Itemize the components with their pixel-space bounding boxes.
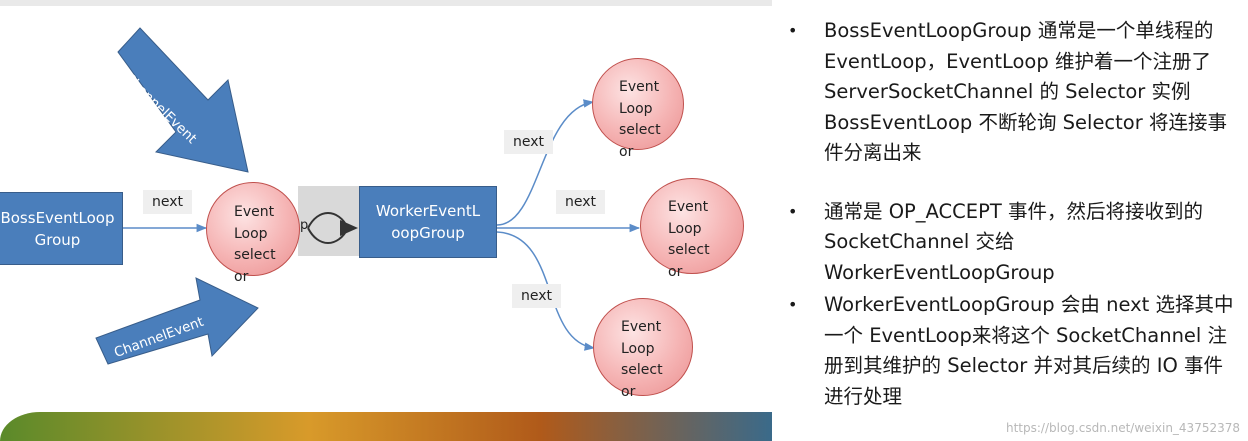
selector-p-label: p bbox=[300, 218, 309, 233]
bullet-text-2: 通常是 OP_ACCEPT 事件，然后将接收到的 SocketChannel 交… bbox=[824, 199, 1203, 284]
bullet-item-1: • BossEventLoopGroup 通常是一个单线程的 EventLoop… bbox=[772, 16, 1240, 169]
worker-event-loop-circle-top bbox=[592, 58, 684, 150]
channel-event-arrow-bottom bbox=[95, 277, 259, 365]
boss-event-loop-text: Event Loop select or bbox=[234, 204, 276, 285]
worker-event-loop-group: WorkerEventL oopGroup bbox=[359, 186, 497, 258]
bullet-dot: • bbox=[788, 201, 798, 221]
edge-next-top bbox=[496, 99, 595, 226]
boss-group-label: BossEventLoop Group bbox=[0, 208, 115, 249]
boss-event-loop-circle bbox=[206, 182, 300, 276]
worker-group-label: WorkerEventL oopGroup bbox=[375, 202, 481, 242]
edge-label-next-mid: next bbox=[556, 190, 606, 214]
edge-label-next-boss: next bbox=[143, 190, 193, 214]
bullet-item-3: • WorkerEventLoopGroup 会由 next 选择其中一个 Ev… bbox=[772, 290, 1240, 412]
bullet-item-2: • 通常是 OP_ACCEPT 事件，然后将接收到的 SocketChannel… bbox=[772, 197, 1240, 289]
bullet-text-3: WorkerEventLoopGroup 会由 next 选择其中一个 Even… bbox=[824, 293, 1234, 408]
header-strip bbox=[0, 0, 772, 6]
worker-event-loop-text-mid: Event Loop select or bbox=[668, 199, 710, 280]
selector-backdrop bbox=[298, 186, 360, 256]
worker-event-loop-text-top: Event Loop select or bbox=[619, 79, 661, 160]
worker-event-loop-text-bottom: Event Loop select or bbox=[621, 319, 663, 400]
boss-event-loop-group: BossEventLoop Group bbox=[0, 192, 123, 265]
edge-label-next-bottom: next bbox=[512, 284, 562, 308]
bottom-band bbox=[0, 412, 772, 441]
bullet-dot: • bbox=[788, 295, 798, 314]
connectors bbox=[95, 27, 641, 365]
loop-arrowhead bbox=[340, 220, 358, 236]
bullet-notes: • BossEventLoopGroup 通常是一个单线程的 EventLoop… bbox=[772, 10, 1240, 441]
channel-event-arrow-top bbox=[117, 27, 249, 173]
worker-event-loop-circle-mid bbox=[640, 178, 744, 274]
bullet-text-1: BossEventLoopGroup 通常是一个单线程的 EventLoop，E… bbox=[824, 19, 1227, 164]
watermark: https://blog.csdn.net/weixin_43752378 bbox=[1005, 421, 1240, 435]
bullet-dot: • bbox=[788, 21, 798, 40]
edge-label-next-top: next bbox=[504, 130, 554, 154]
worker-event-loop-circle-bottom bbox=[593, 298, 693, 396]
